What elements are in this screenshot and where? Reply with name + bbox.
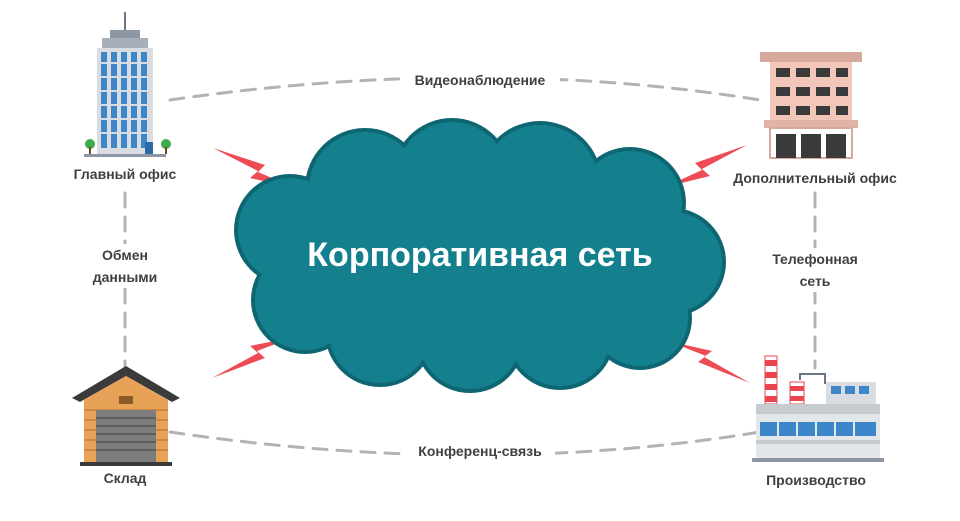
cloud-shape [234, 118, 726, 393]
connection-label-bottom: Конференц-связь [405, 440, 555, 462]
node-label-warehouse: Склад [80, 467, 170, 489]
connector-bottom [168, 430, 762, 457]
connection-label-top: Видеонаблюдение [400, 69, 560, 91]
connector-top [168, 76, 762, 102]
main-office-building-icon [84, 12, 171, 157]
lightning-icon [212, 337, 294, 378]
connection-label-right-line1: Телефонная [772, 251, 858, 267]
connection-label-left: Обмен данными [80, 244, 170, 288]
node-label-main-office: Главный офис [55, 163, 195, 185]
extra-office-building-icon [760, 52, 862, 159]
connection-label-right-line2: сеть [799, 273, 831, 289]
factory-building-icon [752, 355, 884, 462]
lightning-icon [213, 148, 295, 188]
lightning-icon [665, 145, 747, 187]
node-label-production: Производство [748, 469, 884, 491]
lightning-bolts [212, 145, 750, 383]
connection-label-left-line2: данными [92, 269, 158, 285]
lightning-icon [668, 341, 750, 383]
connection-label-left-line1: Обмен [102, 247, 148, 263]
connection-label-right: Телефонная сеть [760, 248, 870, 292]
node-label-extra-office: Дополнительный офис [727, 167, 903, 189]
warehouse-building-icon [72, 366, 180, 466]
diagram-title: Корпоративная сеть [307, 236, 653, 274]
